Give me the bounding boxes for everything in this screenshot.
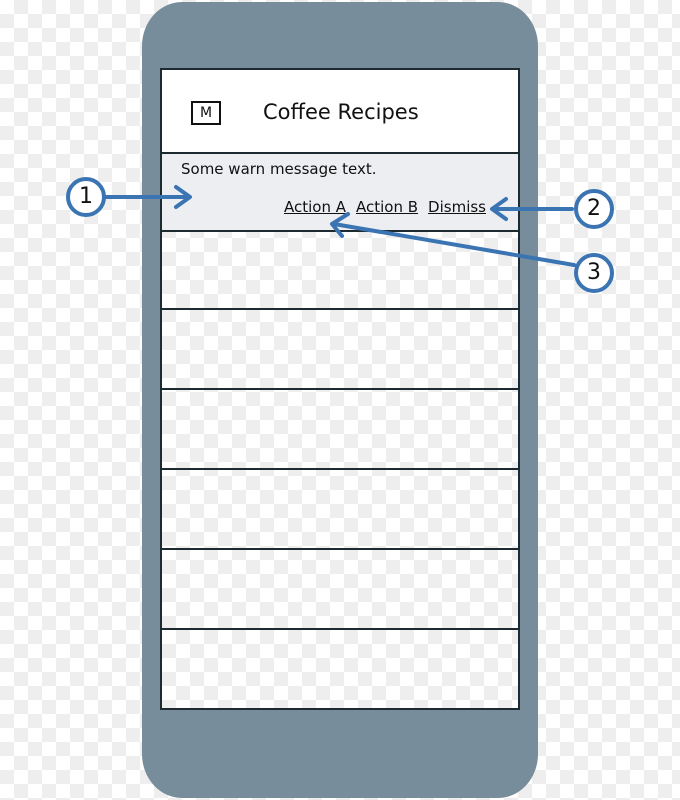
- list-item[interactable]: [162, 310, 518, 390]
- action-a-button[interactable]: Action A: [283, 198, 346, 216]
- action-b-button[interactable]: Action B: [356, 198, 419, 216]
- menu-icon[interactable]: M: [191, 101, 221, 125]
- callout-2-badge: 2: [574, 189, 614, 229]
- list-item[interactable]: [162, 230, 518, 310]
- callout-3-badge: 3: [574, 253, 614, 293]
- app-bar: M Coffee Recipes: [162, 70, 518, 154]
- list-item[interactable]: [162, 550, 518, 630]
- list-item[interactable]: [162, 470, 518, 550]
- banner-actions: Action A Action B Dismiss: [284, 198, 486, 216]
- callout-1-badge: 1: [66, 177, 106, 217]
- dismiss-button[interactable]: Dismiss: [428, 198, 486, 216]
- app-title: Coffee Recipes: [263, 100, 419, 124]
- list-item[interactable]: [162, 390, 518, 470]
- warning-message: Some warn message text.: [181, 160, 377, 178]
